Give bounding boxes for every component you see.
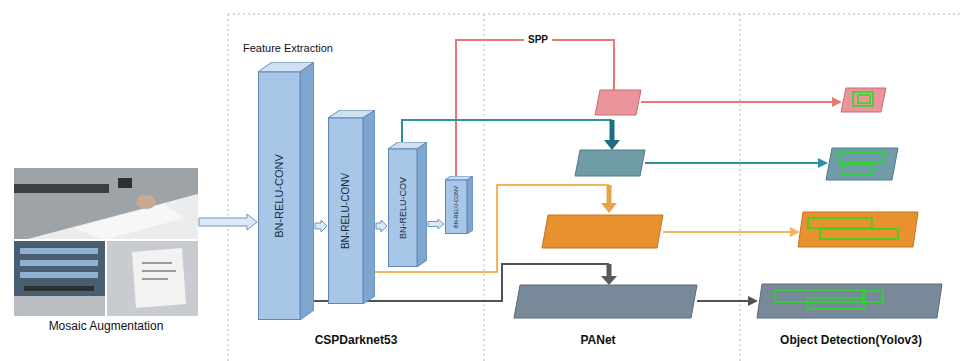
- photo-desk: [14, 296, 106, 316]
- stage-label: Feature Extraction: [243, 42, 333, 55]
- photo-tiles: [14, 168, 198, 316]
- photo-paper: [74, 204, 184, 240]
- arrow-head: [601, 203, 617, 213]
- flow-arrow: [315, 220, 327, 232]
- block-shape: [388, 142, 427, 267]
- block-label: BN-RELU-COV: [397, 177, 407, 239]
- output-line: [645, 162, 819, 164]
- section-title: CSPDarknet53: [315, 334, 398, 348]
- mosaic-photo: [0, 0, 198, 316]
- bbox: [843, 164, 873, 174]
- bbox: [775, 290, 865, 302]
- feature-map: [575, 150, 645, 176]
- arrow-head: [832, 97, 842, 107]
- module-label: SPP: [524, 34, 552, 46]
- bbox: [808, 218, 872, 228]
- block-shape: [445, 176, 473, 234]
- photo-hand: [136, 195, 156, 209]
- arrow-head: [748, 296, 758, 306]
- bbox: [863, 291, 883, 302]
- photo-lines: [142, 278, 168, 280]
- flow-arrow: [376, 220, 387, 232]
- flow-arrow: [199, 214, 257, 230]
- thick-arrow: [610, 120, 615, 141]
- feature-map: [514, 285, 697, 318]
- arrow-head: [601, 276, 617, 285]
- photo-lines: [142, 262, 172, 264]
- photo-device: [118, 178, 132, 188]
- block-front: [259, 72, 301, 320]
- thick-arrow: [607, 185, 612, 204]
- detection-map: [798, 212, 918, 247]
- bbox: [838, 152, 884, 162]
- output-line: [663, 231, 791, 233]
- bbox: [858, 95, 870, 103]
- feature-map: [542, 215, 663, 248]
- arrow-head: [790, 227, 800, 237]
- block-label: BN-RELU-CONV: [340, 173, 352, 249]
- bbox: [808, 298, 864, 309]
- conv-block: BN-RELU-CONV: [258, 62, 314, 320]
- block-side: [467, 176, 473, 234]
- arrow-head: [604, 140, 620, 150]
- photo-blind: [20, 260, 98, 266]
- photo-sheet: [132, 248, 186, 308]
- detection-outputs: [757, 88, 942, 318]
- photo-seam: [105, 240, 107, 316]
- region-divider: [228, 14, 962, 361]
- block-side: [300, 62, 314, 320]
- photo-blind: [20, 272, 98, 278]
- photo-blind: [20, 248, 98, 254]
- block-label: BN-RELU-CONV: [453, 186, 459, 228]
- block-front: [389, 149, 418, 267]
- feature-map: [595, 90, 641, 115]
- block-side: [363, 110, 375, 304]
- conv-block: BN-RELU-CONV: [445, 176, 473, 234]
- photo-ground: [14, 168, 198, 316]
- block-front: [329, 118, 364, 304]
- output-arrows: [641, 97, 842, 306]
- block-side: [417, 142, 427, 267]
- detection-map: [757, 284, 942, 318]
- bbox: [853, 92, 873, 106]
- output-line: [641, 101, 833, 103]
- detection-map: [841, 88, 886, 112]
- thick-arrow: [607, 264, 612, 277]
- conv-block: BN-RELU-COV: [388, 142, 427, 267]
- feature-line: [402, 120, 612, 142]
- section-title: Object Detection(Yolov3): [780, 334, 922, 348]
- photo-window: [14, 240, 106, 316]
- photo-wall: [14, 168, 198, 240]
- photo-lines: [142, 270, 176, 272]
- bbox: [820, 229, 898, 239]
- teal-path: [402, 120, 620, 150]
- photo-rail: [14, 184, 109, 193]
- detection-map: [826, 148, 898, 180]
- photo-rod: [24, 286, 94, 291]
- photo-office: [106, 240, 198, 316]
- flow-arrow: [428, 219, 444, 229]
- arrow-head: [818, 158, 828, 168]
- image-area: [14, 168, 198, 316]
- bounding-boxes: [775, 92, 898, 309]
- dotted-line: [228, 14, 962, 361]
- block-front: [446, 180, 468, 234]
- output-line: [697, 300, 749, 302]
- conv-block: BN-RELU-CONV: [328, 110, 375, 304]
- panet-levels: [514, 90, 697, 318]
- photo-paper: [24, 194, 198, 240]
- section-title: PANet: [580, 334, 615, 348]
- image-caption: Mosaic Augmentation: [14, 320, 198, 334]
- image-node: Mosaic Augmentation: [14, 168, 198, 334]
- block-label: BN-RELU-CONV: [273, 154, 286, 238]
- block-shape: [328, 110, 375, 304]
- block-shape: [258, 62, 314, 320]
